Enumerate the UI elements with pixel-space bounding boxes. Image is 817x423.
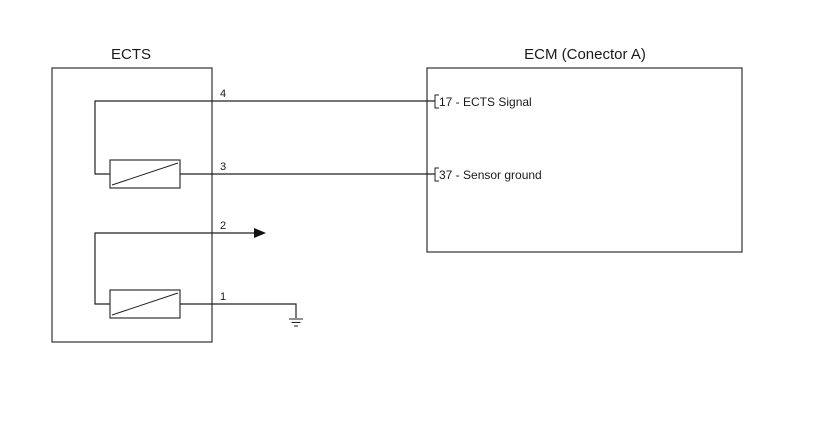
pin-number-1: 1 [220,291,226,303]
ground-icon [289,318,303,327]
arrow-right-icon [254,228,266,238]
ecm-terminal-37-label: 37 - Sensor ground [439,168,542,182]
ecm-title: ECM (Conector A) [524,46,646,63]
pin-2-loop-wire [94,232,212,305]
wire-pin-1 [212,303,297,318]
pin-number-2: 2 [220,220,226,232]
ecm-terminal-17: 17 - ECTS Signal [434,94,532,109]
resistor-sensor-icon [109,159,181,189]
pin-number-4: 4 [220,88,226,100]
resistor-sensor-icon [109,289,181,319]
pin-4-loop-wire [94,100,212,175]
ects-title: ECTS [111,46,151,63]
ecm-terminal-17-label: 17 - ECTS Signal [439,95,532,109]
ecm-terminal-37: 37 - Sensor ground [434,167,542,182]
lower-sensor-circuit [94,232,212,319]
pin-number-3: 3 [220,161,226,173]
upper-sensor-circuit [94,100,212,189]
ecm-box [426,67,743,253]
